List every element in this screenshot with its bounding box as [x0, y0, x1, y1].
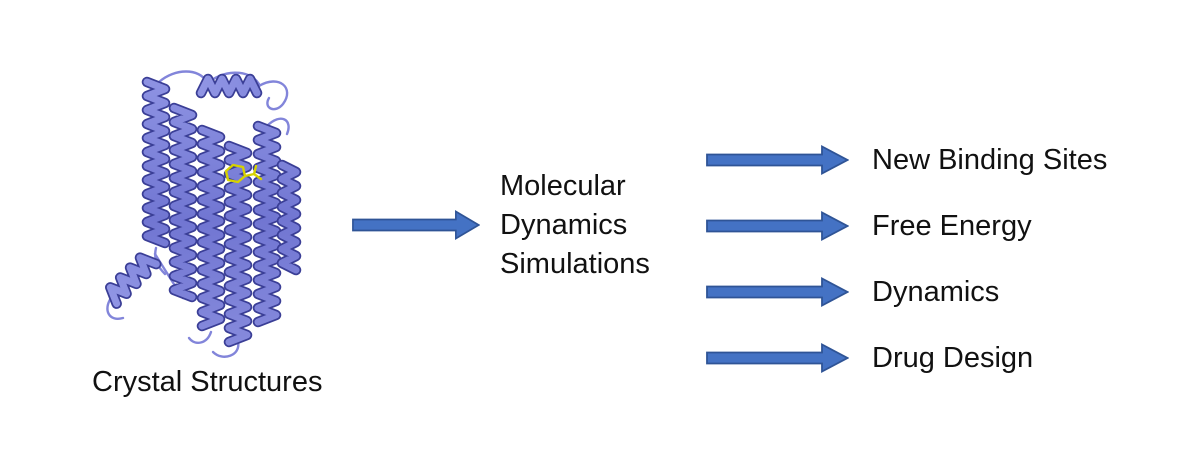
protein-helix: [276, 159, 302, 276]
protein-structure-image: [105, 70, 302, 358]
output-arrow-icon: [706, 343, 849, 373]
protein-helix-top: [195, 73, 263, 99]
bound-ligand: [224, 163, 263, 184]
process-label-line: Molecular: [500, 170, 626, 202]
process-arrow-icon: [352, 210, 480, 240]
protein-helix: [196, 124, 226, 332]
output-arrow-icon: [706, 211, 849, 241]
output-label: New Binding Sites: [872, 143, 1108, 176]
input-label: Crystal Structures: [92, 366, 323, 398]
output-label: Dynamics: [872, 275, 1000, 308]
output-arrow-icon: [706, 277, 849, 307]
output-arrow-icon: [706, 145, 849, 175]
output-row: New Binding Sites: [706, 143, 1107, 177]
output-row: Dynamics: [706, 275, 999, 309]
process-label-line: Simulations: [500, 248, 650, 280]
output-row: Free Energy: [706, 209, 1032, 243]
protein-helix: [168, 102, 198, 303]
output-row: Drug Design: [706, 341, 1033, 375]
protein-helix: [141, 76, 171, 249]
output-label: Free Energy: [872, 209, 1032, 242]
process-label-line: Dynamics: [500, 209, 628, 241]
output-label: Drug Design: [872, 341, 1034, 374]
protein-helix-bottom-left: [105, 252, 162, 309]
process-label: Molecular Dynamics Simulations: [500, 167, 650, 284]
protein-helix: [252, 120, 282, 328]
